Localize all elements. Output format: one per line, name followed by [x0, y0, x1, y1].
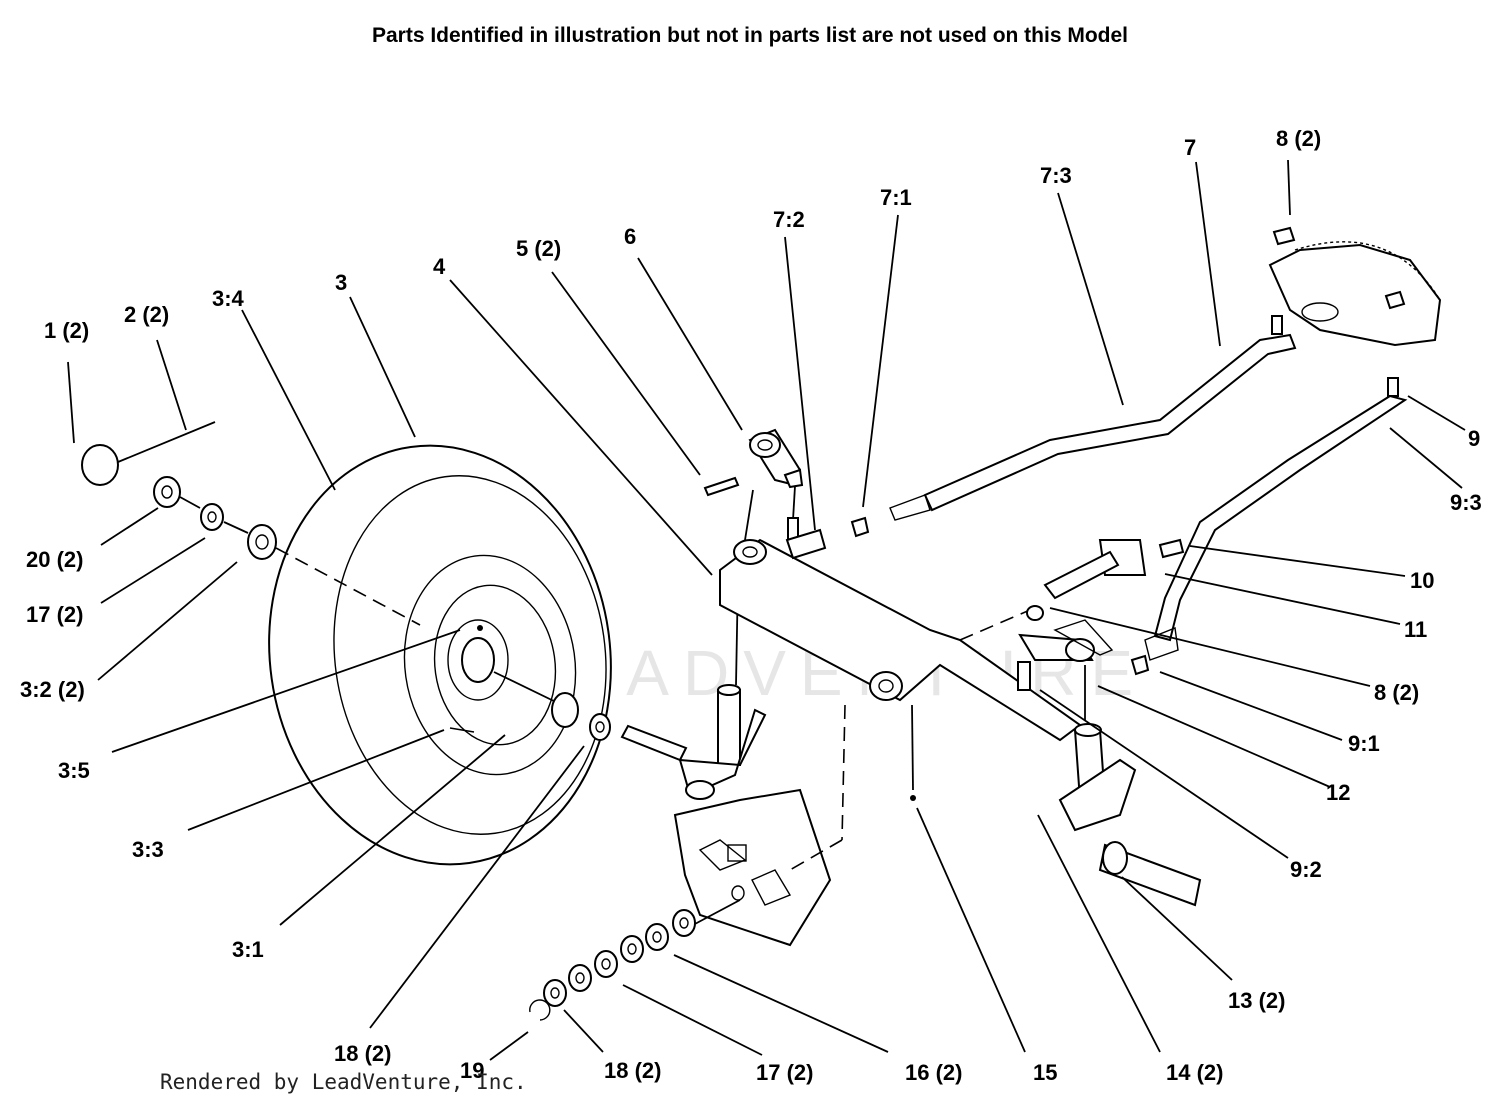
wheel-assembly: [268, 444, 612, 866]
callout-7-3: 7:3: [1040, 163, 1072, 188]
drag-link-ends: [785, 494, 931, 560]
callout-6: 6: [624, 224, 636, 249]
callout-9-3: 9:3: [1450, 490, 1482, 515]
callout-19: 19: [460, 1058, 484, 1083]
callout-9-1: 9:1: [1348, 731, 1380, 756]
callout-18-bottom: 18 (2): [604, 1058, 661, 1083]
callout-3-2: 3:2 (2): [20, 677, 85, 702]
callout-17-bottom: 17 (2): [756, 1060, 813, 1085]
callout-8-top: 8 (2): [1276, 126, 1321, 151]
tie-rod: [1130, 394, 1408, 676]
header-note: Parts Identified in illustration but not…: [371, 24, 1129, 47]
left-spindle: [678, 489, 767, 800]
pivot-bracket: [673, 704, 846, 947]
callout-20: 20 (2): [26, 547, 83, 572]
callout-8-mid: 8 (2): [1374, 680, 1419, 705]
callout-3-1: 3:1: [232, 937, 264, 962]
callout-16: 16 (2): [905, 1060, 962, 1085]
steering-arm: [703, 428, 804, 541]
callout-13: 13 (2): [1228, 988, 1285, 1013]
callout-3-5: 3:5: [58, 758, 90, 783]
callout-2: 2 (2): [124, 302, 169, 327]
callout-10: 10: [1410, 568, 1434, 593]
footer-credit: Rendered by LeadVenture, Inc.: [160, 1070, 527, 1094]
callout-17-left: 17 (2): [26, 602, 83, 627]
callout-1: 1 (2): [44, 318, 89, 343]
callout-3-3: 3:3: [132, 837, 164, 862]
callout-18-left: 18 (2): [334, 1041, 391, 1066]
callout-5: 5 (2): [516, 236, 561, 261]
callout-9: 9: [1468, 426, 1480, 451]
callout-7: 7: [1184, 135, 1196, 160]
callout-15: 15: [1033, 1060, 1057, 1085]
callout-12: 12: [1326, 780, 1350, 805]
callout-3-4: 3:4: [212, 286, 245, 311]
steering-sector-gear: [1268, 226, 1442, 397]
callout-7-1: 7:1: [880, 185, 912, 210]
callout-9-2: 9:2: [1290, 857, 1322, 882]
callout-11: 11: [1404, 617, 1427, 642]
callout-7-2: 7:2: [773, 207, 805, 232]
callout-4: 4: [433, 254, 446, 279]
washer-stack: [529, 909, 696, 1021]
callout-14: 14 (2): [1166, 1060, 1223, 1085]
right-spindle: [1017, 538, 1202, 907]
front-axle-beam: [719, 538, 1082, 801]
hub-parts-left: [81, 421, 421, 626]
leader-lines: [67, 159, 1466, 1061]
axle-bushings: [493, 671, 688, 762]
drag-link-rod: [923, 333, 1297, 512]
callout-labels: 1 (2) 2 (2) 3:4 3 4 5 (2) 6 7:2 7:1 7:3 …: [20, 126, 1482, 1085]
callout-3: 3: [335, 270, 347, 295]
